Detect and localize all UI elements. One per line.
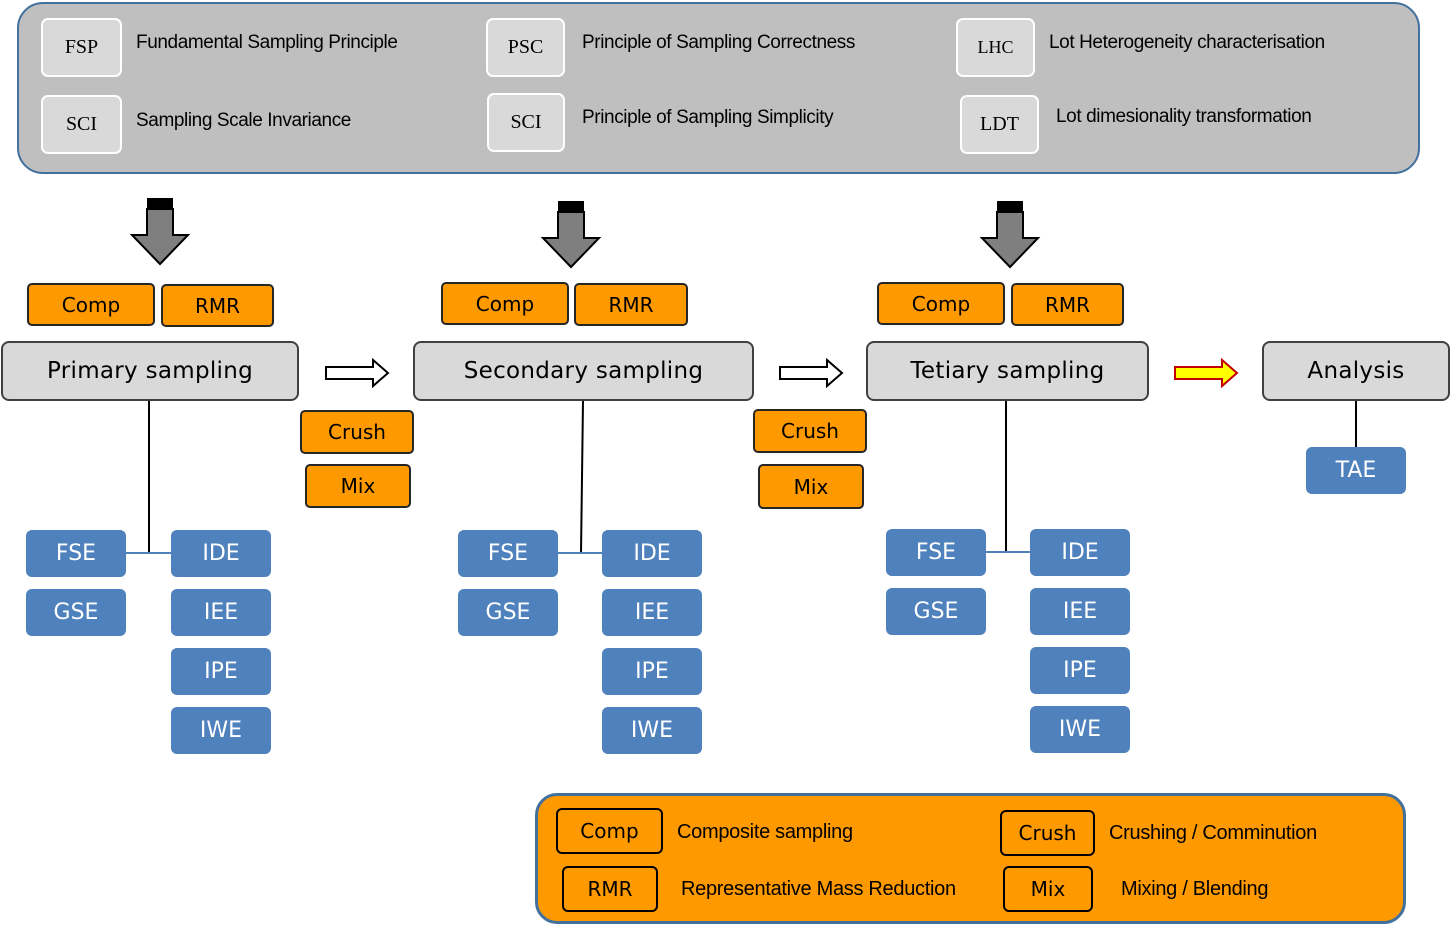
tertiary-rmr-tag: RMR	[1011, 283, 1124, 326]
principle-code-sci-invariance: SCI	[41, 95, 122, 154]
primary-error-link	[125, 552, 173, 554]
tertiary-ipe-tag: IPE	[1030, 647, 1130, 694]
principle-label-fsp: Fundamental Sampling Principle	[136, 32, 398, 53]
mix-tag-1: Mix	[305, 464, 411, 508]
primary-sampling-box: Primary sampling	[1, 341, 299, 401]
secondary-comp-tag: Comp	[441, 282, 569, 325]
analysis-tae-tag: TAE	[1306, 447, 1406, 494]
secondary-iee-tag: IEE	[602, 589, 702, 636]
principle-label-psc: Principle of Sampling Correctness	[582, 32, 855, 53]
down-arrow-icon	[540, 201, 602, 269]
principles-panel	[17, 2, 1420, 174]
tertiary-iee-tag: IEE	[1030, 588, 1130, 635]
tertiary-connector	[1005, 401, 1007, 552]
down-arrow-icon	[129, 198, 191, 266]
legend-label-mix: Mixing / Blending	[1121, 878, 1269, 900]
legend-key-rmr: RMR	[562, 866, 658, 912]
principle-label-ldt: Lot dimesionality transformation	[1056, 106, 1312, 127]
secondary-connector	[580, 400, 584, 554]
primary-rmr-tag: RMR	[161, 284, 274, 327]
crush-tag-1: Crush	[300, 410, 414, 454]
tertiary-error-link	[985, 551, 1031, 553]
right-arrow-icon	[325, 357, 390, 389]
primary-ipe-tag: IPE	[171, 648, 271, 695]
down-arrow-icon	[979, 201, 1041, 269]
legend-label-crush: Crushing / Comminution	[1109, 822, 1317, 844]
legend-label-comp: Composite sampling	[677, 821, 853, 843]
secondary-iwe-tag: IWE	[602, 707, 702, 754]
legend-key-comp: Comp	[556, 808, 663, 854]
analysis-box: Analysis	[1262, 341, 1450, 401]
secondary-gse-tag: GSE	[458, 589, 558, 636]
tertiary-fse-tag: FSE	[886, 529, 986, 576]
principle-label-lhc: Lot Heterogeneity characterisation	[1049, 32, 1325, 53]
primary-ide-tag: IDE	[171, 530, 271, 577]
final-right-arrow-icon	[1174, 357, 1239, 389]
tertiary-iwe-tag: IWE	[1030, 706, 1130, 753]
principle-code-psc: PSC	[486, 18, 565, 77]
tertiary-sampling-box: Tetiary sampling	[866, 341, 1149, 401]
secondary-fse-tag: FSE	[458, 530, 558, 577]
primary-comp-tag: Comp	[27, 283, 155, 326]
principle-code-ldt: LDT	[960, 95, 1039, 154]
primary-fse-tag: FSE	[26, 530, 126, 577]
secondary-rmr-tag: RMR	[574, 283, 688, 326]
secondary-ide-tag: IDE	[602, 530, 702, 577]
crush-tag-2: Crush	[753, 409, 867, 453]
legend-panel	[535, 793, 1406, 924]
legend-key-mix: Mix	[1003, 866, 1093, 912]
primary-iee-tag: IEE	[171, 589, 271, 636]
secondary-ipe-tag: IPE	[602, 648, 702, 695]
principle-code-lhc: LHC	[956, 18, 1035, 77]
principle-code-fsp: FSP	[41, 18, 122, 77]
analysis-connector	[1355, 401, 1357, 448]
primary-gse-tag: GSE	[26, 589, 126, 636]
principle-label-sci-simplicity: Principle of Sampling Simplicity	[582, 107, 834, 128]
legend-label-rmr: Representative Mass Reduction	[681, 878, 956, 900]
legend-key-crush: Crush	[1000, 810, 1095, 856]
primary-connector	[148, 401, 150, 553]
principle-label-sci-invariance: Sampling Scale Invariance	[136, 110, 351, 131]
mix-tag-2: Mix	[758, 464, 864, 509]
primary-iwe-tag: IWE	[171, 707, 271, 754]
tertiary-gse-tag: GSE	[886, 588, 986, 635]
right-arrow-icon	[779, 357, 844, 389]
secondary-error-link	[557, 552, 603, 554]
secondary-sampling-box: Secondary sampling	[413, 341, 754, 401]
tertiary-ide-tag: IDE	[1030, 529, 1130, 576]
principle-code-sci-simplicity: SCI	[487, 93, 565, 152]
tertiary-comp-tag: Comp	[877, 282, 1005, 325]
